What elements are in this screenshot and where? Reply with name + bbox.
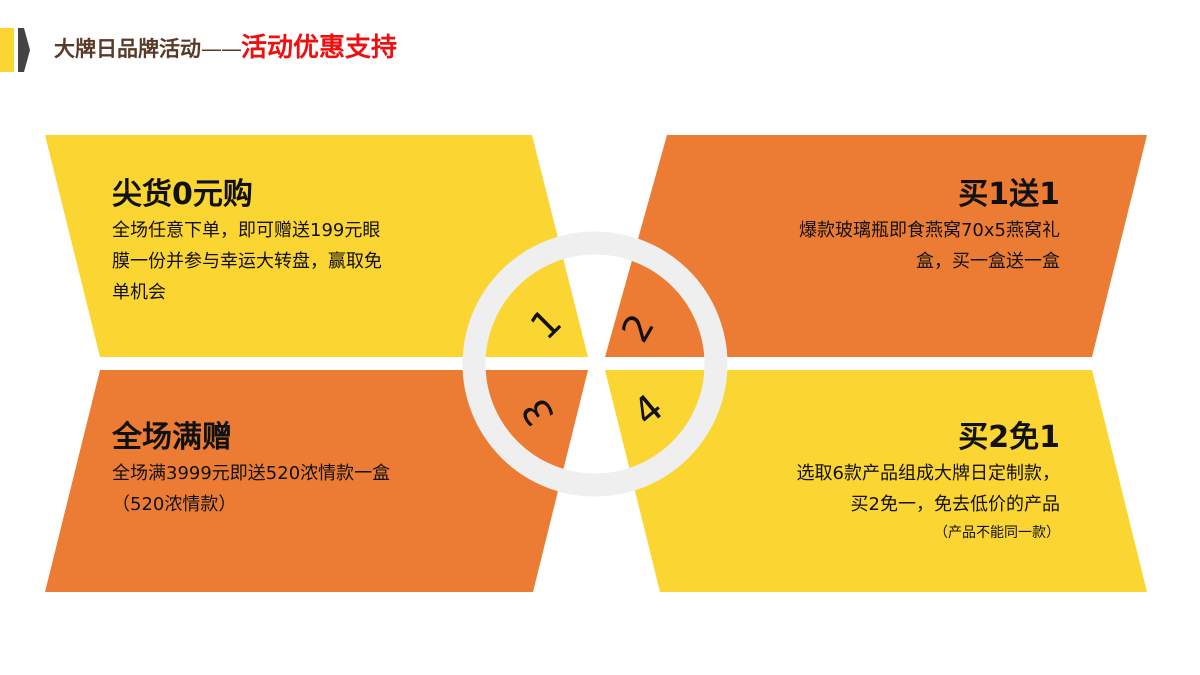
promo-title: 全场满赠 — [112, 420, 232, 455]
logo-bar-icon — [0, 28, 14, 72]
chevron-right-icon — [18, 28, 30, 72]
panel-2-shape — [605, 135, 1147, 357]
promo-title: 尖货0元购 — [112, 177, 253, 212]
center-ring — [462, 231, 728, 497]
promo-card-2: 买1送1 爆款玻璃瓶即食燕窝70x5燕窝礼 盒，买一盒送一盒 — [700, 175, 1060, 277]
panel-4-shape — [605, 370, 1147, 592]
title-highlight: 活动优惠支持 — [241, 33, 398, 63]
promo-desc-line: 全场任意下单，即可赠送199元眼 — [112, 220, 381, 241]
slide-header: 大牌日品牌活动——活动优惠支持 — [0, 28, 600, 72]
promo-title: 买1送1 — [958, 177, 1060, 212]
promo-desc-line: 膜一份并参与幸运大转盘，赢取免 — [112, 251, 382, 272]
promo-desc-line: 爆款玻璃瓶即食燕窝70x5燕窝礼 — [798, 220, 1060, 241]
promo-desc-line: （520浓情款） — [112, 494, 237, 515]
promo-card-3: 全场满赠 全场满3999元即送520浓情款一盒 （520浓情款） — [112, 418, 492, 520]
title-separator: —— — [201, 37, 242, 61]
panel-1-shape — [45, 135, 588, 357]
title-main: 大牌日品牌活动 — [54, 37, 201, 61]
promo-desc-line: 单机会 — [112, 282, 166, 303]
promo-card-4: 买2免1 选取6款产品组成大牌日定制款， 买2免一，免去低价的产品 （产品不能同… — [680, 418, 1060, 546]
promo-desc-line: 全场满3999元即送520浓情款一盒 — [112, 463, 391, 484]
promo-card-1: 尖货0元购 全场任意下单，即可赠送199元眼 膜一份并参与幸运大转盘，赢取免 单… — [112, 175, 472, 308]
promo-desc-line: 选取6款产品组成大牌日定制款， — [796, 463, 1060, 484]
page-title: 大牌日品牌活动——活动优惠支持 — [54, 30, 397, 69]
promo-desc-line: 买2免一，免去低价的产品 — [850, 494, 1060, 515]
promo-desc-line: 盒，买一盒送一盒 — [916, 251, 1060, 272]
panel-3-shape — [45, 370, 588, 592]
promo-title: 买2免1 — [958, 420, 1060, 455]
promo-note: （产品不能同一款） — [934, 525, 1060, 541]
